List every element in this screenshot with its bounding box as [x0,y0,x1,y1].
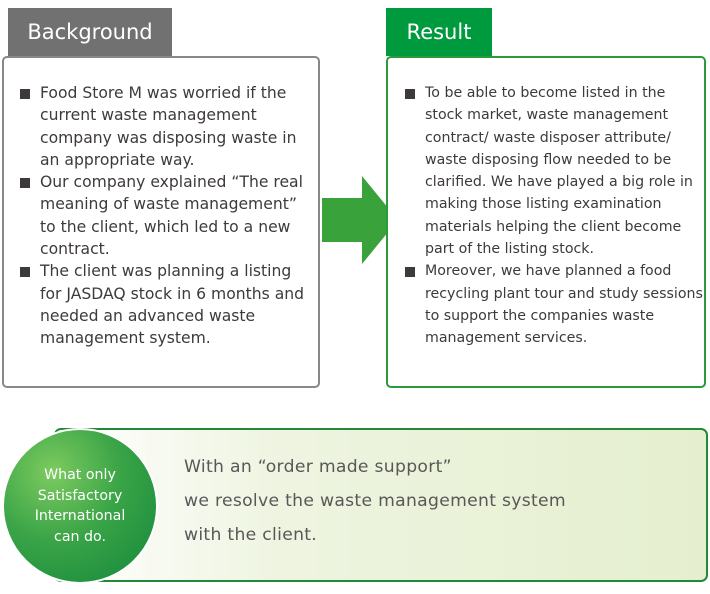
list-item-text: The client was planning a listing for JA… [40,262,305,348]
right-arrow-icon [322,176,398,264]
result-panel: To be able to become listed in the stock… [386,56,706,388]
banner-text: With an “order made support” we resolve … [184,450,684,552]
square-bullet-icon [405,89,415,99]
list-item: To be able to become listed in the stock… [405,82,703,260]
list-item: Food Store M was worried if the current … [20,82,312,171]
list-item-text: Moreover, we have planned a food recycli… [425,263,703,347]
background-panel: Food Store M was worried if the current … [2,56,320,388]
banner-line: With an “order made support” [184,457,452,477]
banner-line: we resolve the waste management system [184,491,566,511]
badge-text: What only Satisfactory International can… [15,465,145,547]
banner-line: with the client. [184,525,318,545]
summary-banner: With an “order made support” we resolve … [54,428,708,582]
badge-line: Satisfactory [37,487,123,504]
result-list: To be able to become listed in the stock… [405,82,703,350]
badge-circle: What only Satisfactory International can… [2,428,158,584]
square-bullet-icon [20,267,30,278]
list-item-text: To be able to become listed in the stock… [425,85,693,258]
square-bullet-icon [405,267,415,278]
badge-line: can do. [54,528,106,545]
list-item-text: Food Store M was worried if the current … [40,84,297,169]
square-bullet-icon [20,89,30,99]
result-tab: Result [386,8,492,56]
list-item: The client was planning a listing for JA… [20,260,312,349]
badge-line: What only [44,467,116,483]
background-list: Food Store M was worried if the current … [20,82,312,350]
background-tab: Background [8,8,172,56]
badge-line: International [34,508,126,524]
list-item: Moreover, we have planned a food recycli… [405,260,703,349]
square-bullet-icon [20,178,30,189]
list-item: Our company explained “The real meaning … [20,171,312,260]
list-item-text: Our company explained “The real meaning … [40,173,303,259]
